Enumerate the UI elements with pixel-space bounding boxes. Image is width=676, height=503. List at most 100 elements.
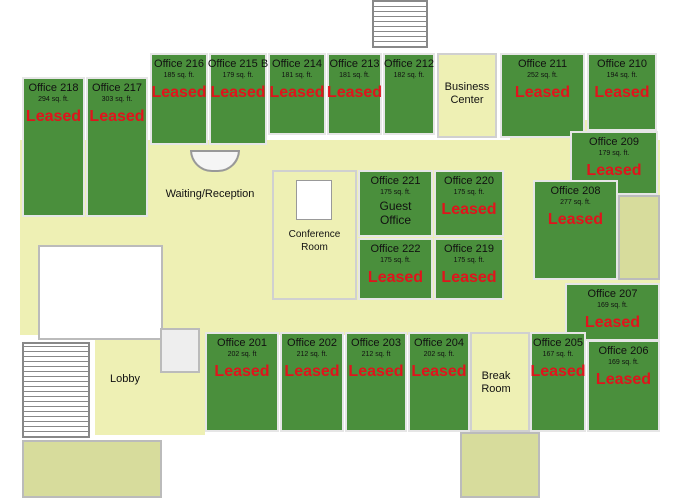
leased-label: Leased xyxy=(547,211,604,228)
office-205: Office 205 167 sq. ft. Leased xyxy=(530,332,586,432)
lobby-label: Lobby xyxy=(110,373,140,385)
office-221: Office 221 175 sq. ft. Guest Office xyxy=(358,170,433,237)
leased-label: Leased xyxy=(595,371,652,388)
right-balcony xyxy=(618,195,660,280)
office-name: Office 216 xyxy=(154,58,204,70)
office-name: Office 213 xyxy=(329,58,380,70)
office-name: Office 220 xyxy=(444,175,494,187)
bottom-patio xyxy=(460,432,540,498)
office-203: Office 203 212 sq. ft Leased xyxy=(345,332,407,432)
office-name: Office 219 xyxy=(444,243,494,255)
office-name: Office 209 xyxy=(589,136,639,148)
office-name: Office 210 xyxy=(597,58,647,70)
office-area: 194 sq. ft. xyxy=(606,72,638,79)
leased-label: Leased xyxy=(25,108,82,125)
office-220: Office 220 175 sq. ft. Leased xyxy=(434,170,504,237)
office-name: Office 203 xyxy=(351,337,401,349)
break-room: Break Room xyxy=(470,332,530,432)
leased-label: Leased xyxy=(586,162,642,179)
office-name: Office 218 xyxy=(28,82,79,94)
office-area: 181 sq. ft. xyxy=(339,72,370,79)
office-name: Office 205 xyxy=(533,337,583,349)
office-222: Office 222 175 sq. ft. Leased xyxy=(358,238,433,300)
office-name: Office 202 xyxy=(287,337,337,349)
leased-label: Leased xyxy=(530,363,586,380)
office-210: Office 210 194 sq. ft. Leased xyxy=(587,53,657,131)
office-name: Office 207 xyxy=(587,288,638,300)
office-name: Office 214 xyxy=(272,58,322,70)
left-stairs xyxy=(22,342,90,438)
business-center: Business Center xyxy=(437,53,497,138)
office-name: Office 208 xyxy=(550,185,601,197)
office-202: Office 202 212 sq. ft.Leased xyxy=(280,332,344,432)
leased-label: Leased xyxy=(411,363,467,380)
leased-label: Leased xyxy=(441,269,497,286)
office-area: 212 sq. ft xyxy=(361,351,391,358)
waiting-reception-label: Waiting/Reception xyxy=(165,188,255,200)
office-217: Office 217 303 sq. ft. Leased xyxy=(86,77,148,217)
office-215b: Office 215 B 179 sq. ft. Leased xyxy=(207,53,269,145)
office-name: Office 217 xyxy=(92,82,142,94)
office-area: 181 sq. ft. xyxy=(281,72,313,79)
office-name: Office 221 xyxy=(370,175,421,187)
office-area: 175 sq. ft. xyxy=(453,257,485,264)
office-area: 175 sq. ft. xyxy=(380,257,411,264)
office-area: 167 sq. ft. xyxy=(542,351,574,358)
office-area: 202 sq. ft xyxy=(227,351,257,358)
office-area: 179 sq. ft. xyxy=(598,150,630,157)
leased-label: Leased xyxy=(594,84,650,101)
conference-room-label: Conference Room xyxy=(288,229,341,253)
office-name: Office 206 xyxy=(598,345,649,357)
leased-label: Leased xyxy=(348,363,404,380)
conference-room: Conference Room xyxy=(272,170,357,300)
leased-label: Leased xyxy=(367,269,424,286)
office-area: 179 sq. ft. xyxy=(222,72,254,79)
leased-label: Leased xyxy=(584,314,641,331)
office-name: Office 204 xyxy=(414,337,464,349)
office-area: 202 sq. ft. xyxy=(423,351,455,358)
office-area: 175 sq. ft. xyxy=(453,189,485,196)
office-name: Office 212 xyxy=(384,58,434,70)
office-name: Office 215 B xyxy=(207,58,269,70)
office-201: Office 201 202 sq. ft Leased xyxy=(205,332,279,432)
office-area: 294 sq. ft. xyxy=(38,96,69,103)
office-214: Office 214 181 sq. ft.Leased xyxy=(268,53,326,135)
leased-label: Leased xyxy=(214,363,270,380)
top-stairs xyxy=(372,0,428,48)
leased-label: Leased xyxy=(326,84,383,101)
leased-label: Leased xyxy=(441,201,497,218)
office-area: 175 sq. ft. xyxy=(380,189,411,196)
business-center-label: Business Center xyxy=(444,81,490,106)
office-area: 277 sq. ft. xyxy=(560,199,591,206)
office-area: 303 sq. ft. xyxy=(101,96,133,103)
office-area: 169 sq. ft. xyxy=(608,359,639,366)
break-room-label: Break Room xyxy=(481,370,511,395)
office-218: Office 218 294 sq. ft. Leased xyxy=(22,77,85,217)
office-area: 185 sq. ft. xyxy=(163,72,195,79)
office-204: Office 204 202 sq. ft. Leased xyxy=(408,332,470,432)
office-name: Office 201 xyxy=(217,337,267,349)
office-note: Guest Office xyxy=(379,199,412,227)
office-211: Office 211 252 sq. ft. Leased xyxy=(500,53,585,138)
bottom-left-patio xyxy=(22,440,162,498)
leased-label: Leased xyxy=(514,84,571,101)
office-216: Office 216 185 sq. ft. Leased xyxy=(150,53,208,145)
office-area: 182 sq. ft. xyxy=(393,72,425,79)
conference-table xyxy=(296,180,332,220)
leased-label: Leased xyxy=(89,108,145,125)
leased-label: Leased xyxy=(151,84,207,101)
office-208: Office 208 277 sq. ft. Leased xyxy=(533,180,618,280)
office-area: 169 sq. ft. xyxy=(597,302,628,309)
leased-label: Leased xyxy=(284,363,340,380)
office-name: Office 211 xyxy=(517,58,568,70)
office-area: 252 sq. ft. xyxy=(527,72,558,79)
office-206: Office 206 169 sq. ft. Leased xyxy=(587,340,660,432)
leased-label: Leased xyxy=(210,84,266,101)
restrooms xyxy=(38,245,163,340)
office-219: Office 219 175 sq. ft. Leased xyxy=(434,238,504,300)
office-name: Office 222 xyxy=(370,243,421,255)
elevator xyxy=(160,328,200,373)
office-213: Office 213 181 sq. ft. Leased xyxy=(327,53,382,135)
office-212: Office 212 182 sq. ft. xyxy=(383,53,435,135)
